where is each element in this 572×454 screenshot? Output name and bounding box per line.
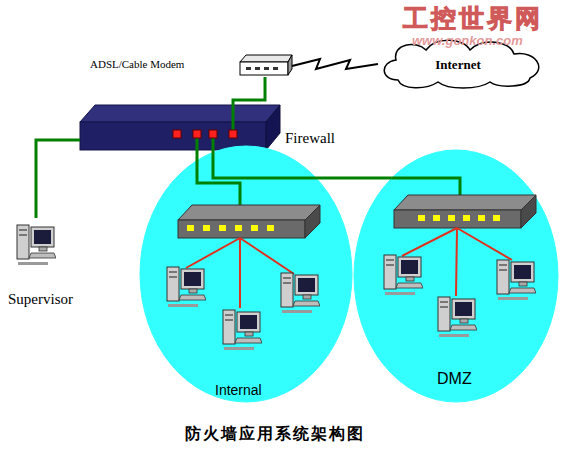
switch-top (178, 205, 320, 220)
switch-light (235, 225, 242, 231)
firewall-side (266, 105, 280, 150)
lan-cable (186, 228, 512, 308)
switch-front (394, 210, 521, 228)
lan-cable (402, 228, 457, 256)
switch-light (433, 215, 440, 221)
network-wire (212, 138, 215, 150)
switch-light (418, 215, 425, 221)
modem-light (246, 67, 251, 70)
computer-icon (223, 310, 262, 350)
switch-front (178, 220, 305, 238)
node-label: ADSL/Cable Modem (90, 58, 184, 70)
diagram-caption: 防火墙应用系统架构图 (185, 424, 365, 445)
network-wire (196, 150, 199, 161)
firewall-device: Firewall (80, 103, 280, 150)
watermark: 工控世界网 (403, 2, 543, 35)
network-wire (232, 103, 235, 130)
firewall-top (80, 105, 280, 122)
node-label: Internal (215, 382, 262, 398)
firewall-device-shape (80, 103, 280, 150)
firewall-port (193, 130, 201, 138)
node-label: Supervisor (8, 291, 73, 308)
modem-light (264, 67, 269, 70)
network-wire (213, 150, 392, 178)
network-wire (233, 77, 265, 103)
firewall-port (173, 130, 181, 138)
internet-cloud: Internet (378, 36, 548, 88)
modem-light (255, 67, 260, 70)
modem-device: ADSL/Cable Modem (240, 53, 292, 77)
node-label: DMZ (437, 370, 472, 388)
network-wire (36, 140, 80, 218)
switch-light (493, 215, 500, 221)
modem-device-shape (240, 53, 292, 77)
node-label: Firewall (285, 130, 335, 147)
internal-wire (197, 160, 240, 206)
dmz-switch (394, 195, 536, 228)
switch-light (463, 215, 470, 221)
modem-side (288, 55, 292, 75)
computer-icon (438, 297, 477, 337)
internal-switch (178, 205, 320, 238)
lan-cable (456, 228, 457, 296)
lan-cable (239, 238, 241, 308)
computer-icon (384, 255, 423, 295)
switch-light (478, 215, 485, 221)
cloud-outline (384, 40, 539, 88)
lan-cable (457, 228, 512, 260)
modem-front (240, 62, 288, 75)
computer-icon (167, 267, 206, 307)
computer-icon (497, 260, 536, 300)
zone-ellipse (140, 146, 352, 402)
lan-cable (186, 238, 240, 268)
modem-top (240, 55, 292, 62)
firewall-port (209, 130, 217, 138)
switch-light (187, 225, 194, 231)
zone-ellipse (354, 150, 558, 402)
firewall-front (80, 122, 266, 150)
switch-light (448, 215, 455, 221)
switch-light (203, 225, 210, 231)
wireless-link (292, 59, 378, 69)
switch-light (251, 225, 258, 231)
switch-top (394, 195, 536, 210)
node-label: Internet (423, 57, 493, 73)
internal-wire (197, 160, 240, 206)
switch-light (267, 225, 274, 231)
supervisor-pc: Supervisor (12, 218, 60, 270)
switch-side (305, 205, 320, 238)
firewall-port (229, 130, 237, 138)
lan-cable (240, 238, 294, 274)
modem-light (273, 67, 278, 70)
computer-icon (17, 225, 56, 265)
computer-icon (281, 273, 320, 313)
switch-side (521, 195, 536, 228)
computer (167, 255, 536, 350)
switch-light (219, 225, 226, 231)
supervisor-pc-shape (12, 218, 60, 270)
network-wire (196, 138, 199, 150)
